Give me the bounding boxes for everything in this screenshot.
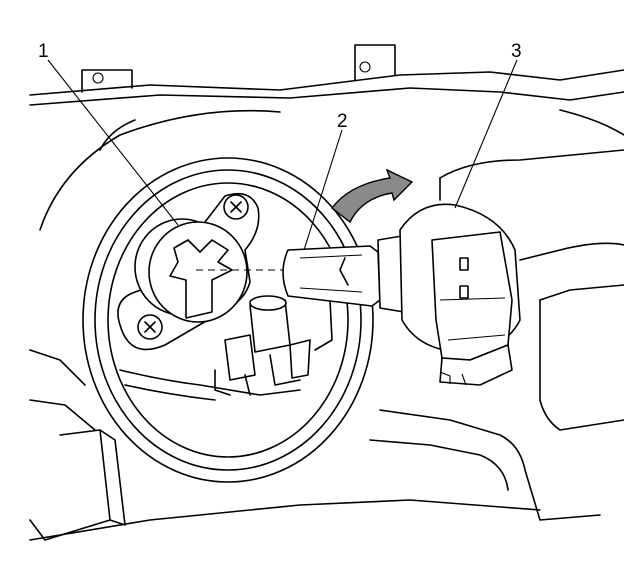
- bulb-base-connector: [399, 203, 521, 386]
- headlamp-housing: [29, 44, 624, 541]
- socket-wiring: [119, 291, 333, 401]
- leader-lines: [47, 59, 518, 251]
- rotation-arrow-icon: [331, 168, 414, 224]
- lamp-socket-opening: [82, 157, 374, 483]
- headlamp-bulb: [282, 235, 405, 313]
- bulb-socket: [117, 192, 290, 351]
- callout-2-label: 2: [337, 111, 348, 132]
- callout-3-label: 3: [511, 41, 522, 62]
- callout-1-label: 1: [38, 41, 49, 62]
